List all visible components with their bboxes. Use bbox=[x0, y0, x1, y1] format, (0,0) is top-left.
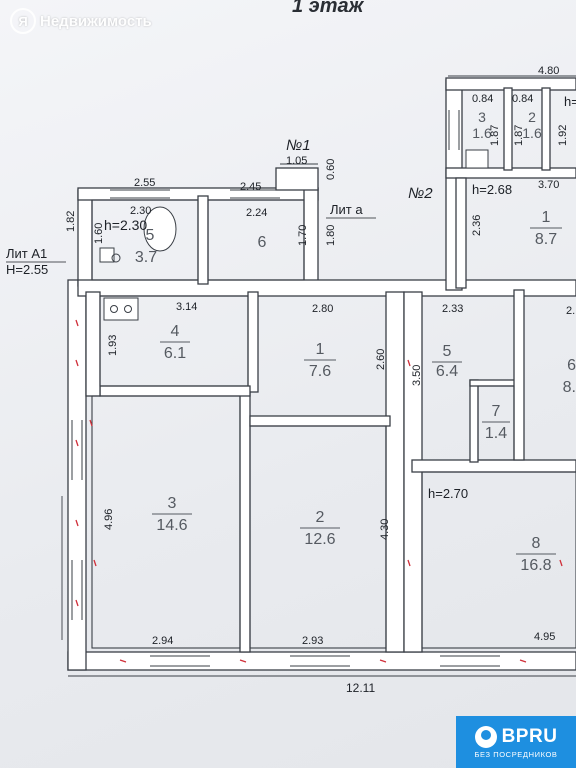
dim-495: 4.95 bbox=[534, 631, 555, 643]
bpru-badge[interactable]: BPRU БЕЗ ПОСРЕДНИКОВ bbox=[456, 716, 576, 768]
room-2-number: 2 bbox=[316, 509, 325, 526]
room-3b-number: 3 bbox=[478, 109, 486, 125]
height-230: h=2.30 bbox=[104, 217, 147, 233]
dim-170: 1.70 bbox=[297, 225, 309, 246]
bpru-tagline: БЕЗ ПОСРЕДНИКОВ bbox=[474, 749, 558, 759]
dim-160: 1.60 bbox=[93, 223, 105, 244]
room-2b-number: 2 bbox=[528, 109, 536, 125]
plumbing-fixtures bbox=[99, 149, 489, 321]
dim-280: 2.80 bbox=[312, 303, 333, 315]
dim-293: 2.93 bbox=[302, 635, 323, 647]
room-3-area: 14.6 bbox=[156, 517, 187, 534]
windows bbox=[71, 110, 500, 667]
dimension-labels: 2.55 2.45 1.05 0.60 2.30 2.24 1.82 1.60 … bbox=[65, 65, 575, 695]
dim-236: 2.36 bbox=[471, 215, 483, 236]
wall-hatching-marks bbox=[75, 319, 563, 663]
room-4-number: 4 bbox=[171, 323, 180, 340]
lit-a-label: Лит а bbox=[330, 202, 363, 217]
room-8-number: 8 bbox=[532, 535, 541, 552]
dim-180: 1.80 bbox=[325, 225, 337, 246]
dim-182: 1.82 bbox=[65, 211, 77, 232]
dim-370: 3.70 bbox=[538, 179, 559, 191]
dim-255: 2.55 bbox=[134, 177, 155, 189]
room-7-area: 1.4 bbox=[485, 425, 507, 442]
dim-260: 2.60 bbox=[375, 349, 387, 370]
room-2-area: 12.6 bbox=[304, 531, 335, 548]
dim-496: 4.96 bbox=[103, 509, 115, 530]
bpru-name: BPRU bbox=[501, 725, 558, 747]
yandex-logo-icon: Я bbox=[10, 8, 36, 34]
dim-480: 4.80 bbox=[538, 65, 559, 77]
dim-314: 3.14 bbox=[176, 301, 197, 313]
room-5b-area: 6.4 bbox=[436, 363, 458, 380]
dim-350: 3.50 bbox=[411, 365, 423, 386]
room-1-number: 1 bbox=[316, 341, 325, 358]
watermark-text: Недвижимость bbox=[40, 12, 152, 30]
realty-watermark: Я Недвижимость bbox=[10, 8, 152, 34]
dim-084b: 0.84 bbox=[512, 93, 533, 105]
floor-title: 1 этаж bbox=[292, 0, 365, 17]
room-outlines bbox=[91, 199, 576, 649]
dim-224: 2.24 bbox=[246, 207, 267, 219]
room-6b-number: 6 bbox=[567, 357, 576, 374]
dim-187b: 1.87 bbox=[513, 125, 525, 146]
room-6a-number: 6 bbox=[258, 234, 267, 251]
dim-187a: 1.87 bbox=[489, 125, 501, 146]
dim-105: 1.05 bbox=[286, 155, 307, 167]
height-cut: h= bbox=[564, 94, 576, 109]
people-icon bbox=[474, 725, 497, 748]
room-4-area: 6.1 bbox=[164, 345, 186, 362]
dim-193: 1.93 bbox=[107, 335, 119, 356]
lit-a1-label: Лит А1 bbox=[6, 246, 47, 261]
dim-430: 4.30 bbox=[379, 519, 391, 540]
room-5a-number: 5 bbox=[146, 227, 155, 244]
room-1b-number: 1 bbox=[542, 209, 551, 226]
room-2b-area: 1.6 bbox=[522, 125, 542, 141]
room-6b-area: 8. bbox=[563, 379, 576, 396]
dim-192: 1.92 bbox=[557, 125, 569, 146]
dim-233: 2.33 bbox=[442, 303, 463, 315]
dim-245: 2.45 bbox=[240, 181, 261, 193]
block-no1-label: №1 bbox=[286, 137, 311, 154]
height-270: h=2.70 bbox=[428, 486, 468, 501]
room-8-area: 16.8 bbox=[520, 557, 551, 574]
room-5b-number: 5 bbox=[443, 343, 452, 360]
block-labels: №1 №2 Лит а Лит А1 H=2.55 bbox=[6, 137, 433, 277]
room-1b-area: 8.7 bbox=[535, 231, 557, 248]
dim-084a: 0.84 bbox=[472, 93, 493, 105]
block-no2-label: №2 bbox=[408, 185, 433, 202]
interior-walls bbox=[85, 87, 576, 653]
room-labels: 4 6.1 1 7.6 3 14.6 2 12.6 6 5 3.7 5 6.4 … bbox=[135, 109, 576, 574]
dimension-lines bbox=[61, 75, 576, 677]
room-5a-area: 3.7 bbox=[135, 249, 157, 266]
ceiling-heights: h=2.30 h=2.68 h=2.70 h= bbox=[104, 94, 576, 501]
lit-a1-height: H=2.55 bbox=[6, 262, 48, 277]
room-1-area: 7.6 bbox=[309, 363, 331, 380]
dim-294: 2.94 bbox=[152, 635, 173, 647]
dim-1211: 12.11 bbox=[346, 681, 375, 695]
room-3-number: 3 bbox=[168, 495, 177, 512]
room-7-number: 7 bbox=[492, 403, 501, 420]
room-3b-area: 1.6 bbox=[472, 125, 492, 141]
dim-2-cut: 2. bbox=[566, 305, 575, 317]
dim-230: 2.30 bbox=[130, 205, 151, 217]
height-268: h=2.68 bbox=[472, 182, 512, 197]
dim-060: 0.60 bbox=[325, 159, 337, 180]
